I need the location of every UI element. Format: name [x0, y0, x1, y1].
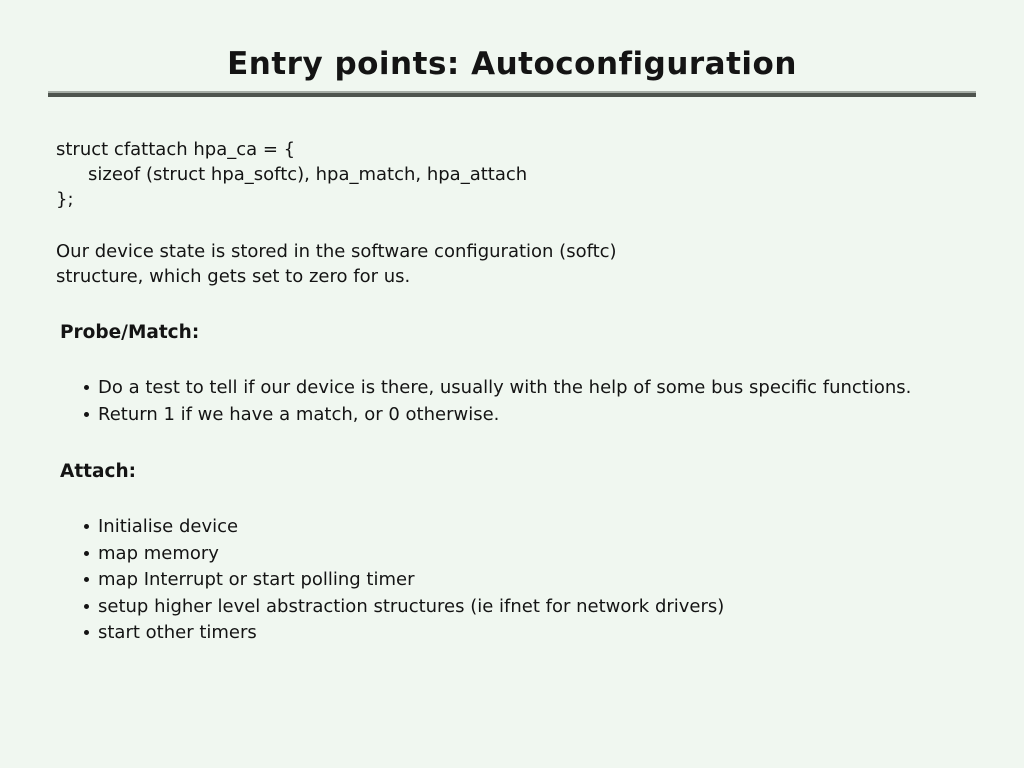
list-item: Do a test to tell if our device is there…	[84, 375, 994, 402]
slide-title: Entry points: Autoconfiguration	[227, 46, 797, 82]
list-item: map Interrupt or start polling timer	[84, 567, 994, 594]
title-divider	[48, 91, 976, 97]
code-block: struct cfattach hpa_ca = { sizeof (struc…	[56, 137, 994, 212]
section-heading-attach: Attach:	[60, 461, 137, 482]
section-heading-probe-match: Probe/Match:	[60, 322, 200, 343]
probe-match-bullet-list: Do a test to tell if our device is there…	[56, 375, 994, 428]
list-item: map memory	[84, 541, 994, 568]
list-item: setup higher level abstraction structure…	[84, 594, 994, 621]
attach-bullet-list: Initialise device map memory map Interru…	[56, 514, 994, 647]
paragraph-line: Our device state is stored in the softwa…	[56, 241, 617, 262]
code-line: struct cfattach hpa_ca = {	[56, 139, 296, 160]
paragraph-line: structure, which gets set to zero for us…	[56, 266, 411, 287]
list-item: Initialise device	[84, 514, 994, 541]
list-item: start other timers	[84, 620, 994, 647]
intro-paragraph: Our device state is stored in the softwa…	[56, 239, 994, 289]
slide-content: struct cfattach hpa_ca = { sizeof (struc…	[0, 97, 1024, 647]
list-item: Return 1 if we have a match, or 0 otherw…	[84, 402, 994, 429]
code-line: sizeof (struct hpa_softc), hpa_match, hp…	[88, 164, 528, 185]
code-line: };	[56, 189, 74, 210]
